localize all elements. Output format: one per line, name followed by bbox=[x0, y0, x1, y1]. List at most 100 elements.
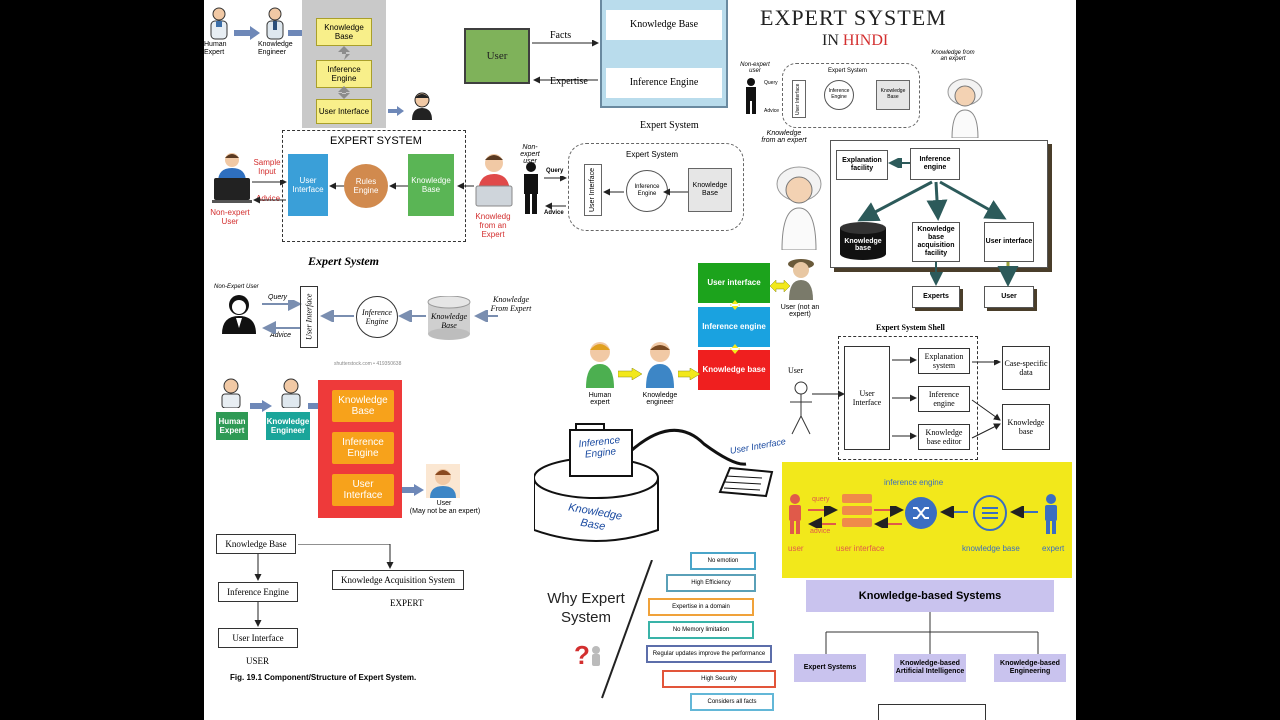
d7-kb-label: Knowledge Base bbox=[431, 312, 467, 330]
ie-box: Inference Engine bbox=[316, 60, 372, 88]
d4-ui-box: User Interface bbox=[792, 80, 806, 118]
d13-expert: EXPERT bbox=[390, 598, 424, 608]
d12-user-label: user bbox=[788, 544, 804, 553]
user-box: User bbox=[464, 28, 530, 84]
user-icon bbox=[410, 92, 434, 120]
d10-ui-box: User Interface bbox=[332, 474, 394, 506]
d10-kb-box: Knowledge Base bbox=[332, 390, 394, 422]
knowledge-engineer-label: Knowledge Engineer bbox=[258, 41, 293, 56]
d6-ie-box: Inference engine bbox=[910, 148, 960, 180]
d7-watermark: shutterstock.com • 419350638 bbox=[334, 361, 402, 367]
page-title: EXPERT SYSTEM bbox=[760, 5, 947, 30]
d9-kb-box: Knowledge base bbox=[1002, 404, 1050, 450]
why-item: High Security bbox=[662, 670, 776, 688]
why-item: Considers all facts bbox=[690, 693, 774, 711]
d4-knowledge-from: Knowledge from an expert bbox=[931, 50, 975, 62]
es3-caption: Expert System bbox=[308, 254, 379, 268]
d12-kb-label: knowledge base bbox=[962, 544, 1020, 553]
d9-shell-title: Expert System Shell bbox=[876, 323, 945, 332]
page-subtitle: IN HINDI bbox=[822, 32, 888, 50]
d10-knowledge-engineer-icon bbox=[278, 378, 304, 409]
d8-ui-box: User interface bbox=[698, 263, 770, 303]
d8-human-expert-label: Human expert bbox=[588, 392, 612, 406]
why-item-label: Considers all facts bbox=[692, 695, 772, 709]
expert-laptop-icon bbox=[474, 152, 514, 210]
d7-nonexpert-label: Non-Expert User bbox=[214, 284, 259, 290]
why-item-label: Expertise in a domain bbox=[650, 600, 752, 614]
d5-kb-box: Knowledge Base bbox=[688, 168, 732, 212]
d5-es-title: Expert System bbox=[626, 150, 679, 159]
d7-query: Query bbox=[268, 294, 288, 301]
expertise-label: Expertise bbox=[550, 76, 588, 87]
why-item: Regular updates improve the performance bbox=[646, 645, 772, 663]
es3-kb-box: Knowledge Base bbox=[408, 154, 454, 216]
d12-ie-label: inference engine bbox=[884, 478, 944, 487]
d5-advice: Advice bbox=[544, 210, 564, 216]
why-item-label: No Memory limitation bbox=[650, 623, 752, 637]
why-item: High Efficiency bbox=[666, 574, 756, 592]
why-item: No emotion bbox=[690, 552, 756, 570]
subtitle-prefix: IN bbox=[822, 32, 839, 49]
d4-frame bbox=[782, 63, 920, 128]
d4-nonexpert-label: Non-expert user bbox=[740, 62, 770, 74]
d5-einstein-icon bbox=[770, 164, 828, 251]
d13-kb-box: Knowledge Base bbox=[216, 534, 296, 554]
nonexpert-user-label: Non-expert User bbox=[210, 208, 250, 226]
d9-ie-box: Inference engine bbox=[918, 386, 970, 412]
subtitle-lang: HINDI bbox=[842, 32, 889, 49]
d13-ui-box: User Interface bbox=[218, 628, 298, 648]
d7-ie-circle: Inference Engine bbox=[356, 296, 398, 338]
d12-expert-icon bbox=[1044, 494, 1058, 534]
d7-ui-box: User Interface bbox=[300, 286, 318, 348]
d10-human-expert-box: Human Expert bbox=[216, 412, 248, 440]
why-item: Expertise in a domain bbox=[648, 598, 754, 616]
d5-query: Query bbox=[546, 168, 564, 174]
d5-knowledge-from: Knowledge from an expert bbox=[761, 130, 807, 144]
d8-ie-box: Inference engine bbox=[698, 307, 770, 347]
d12-shuffle-icon bbox=[904, 496, 938, 530]
d13-ie-box: Inference Engine bbox=[218, 582, 298, 602]
es3-rules-circle: Rules Engine bbox=[344, 164, 388, 208]
d4-user-icon bbox=[744, 78, 758, 114]
es-kb-box: Knowledge Base bbox=[606, 10, 722, 40]
ui-box: User Interface bbox=[316, 99, 372, 124]
d4-einstein-icon bbox=[942, 76, 988, 139]
why-item-label: High Security bbox=[664, 672, 774, 686]
d9-kbeditor-box: Knowledge base editor bbox=[918, 424, 970, 450]
d10-ie-box: Inference Engine bbox=[332, 432, 394, 464]
kbs-title-box: Knowledge-based Systems bbox=[806, 580, 1054, 612]
knowledge-engineer-icon bbox=[264, 6, 286, 40]
kbs-bottom-box bbox=[878, 704, 986, 720]
d10-human-expert-icon bbox=[218, 378, 244, 409]
d9-frame bbox=[838, 336, 978, 460]
d6-frame bbox=[830, 140, 1048, 268]
d12-kb-icon bbox=[972, 494, 1008, 532]
d13-user: USER bbox=[246, 656, 270, 666]
d8-human-expert-icon bbox=[584, 340, 616, 388]
es3-title: EXPERT SYSTEM bbox=[330, 135, 422, 147]
d6-experts-box: Experts bbox=[912, 286, 960, 308]
d9-stick-user-icon bbox=[790, 380, 812, 436]
es2-caption: Expert System bbox=[640, 120, 699, 131]
d12-ui-stack bbox=[842, 494, 872, 528]
why-heading: Why Expert System bbox=[547, 590, 625, 626]
d12-user-icon bbox=[788, 494, 802, 534]
why-question-icon: ? bbox=[572, 640, 602, 670]
advice-label: Advice bbox=[256, 194, 281, 203]
d6-user-box: User bbox=[984, 286, 1034, 308]
d12-expert-label: expert bbox=[1042, 544, 1065, 553]
d13-kaq-box: Knowledge Acquisition System bbox=[332, 570, 464, 590]
d8-user-icon bbox=[786, 256, 816, 300]
d6-ui-box: User interface bbox=[984, 222, 1034, 262]
d12-advice: advice bbox=[810, 528, 831, 535]
d8-knowledge-engineer-icon bbox=[644, 340, 676, 388]
d6-explanation-box: Explanation facility bbox=[836, 150, 888, 180]
sample-input-label: Sample Input bbox=[253, 158, 281, 176]
nonexpert-laptop-icon bbox=[212, 152, 252, 204]
d4-ie-circle: Inference Engine bbox=[824, 80, 854, 110]
d6-kbacq-box: Knowledge base acquisition facility bbox=[912, 222, 960, 262]
d9-case-data-box: Case-specific data bbox=[1002, 346, 1050, 390]
kbs-c2-box: Knowledge-based Artificial Intelligence bbox=[894, 654, 966, 682]
d8-knowledge-engineer-label: Knowledge engineer bbox=[642, 392, 678, 406]
d13-caption: Fig. 19.1 Component/Structure of Expert … bbox=[230, 673, 417, 682]
